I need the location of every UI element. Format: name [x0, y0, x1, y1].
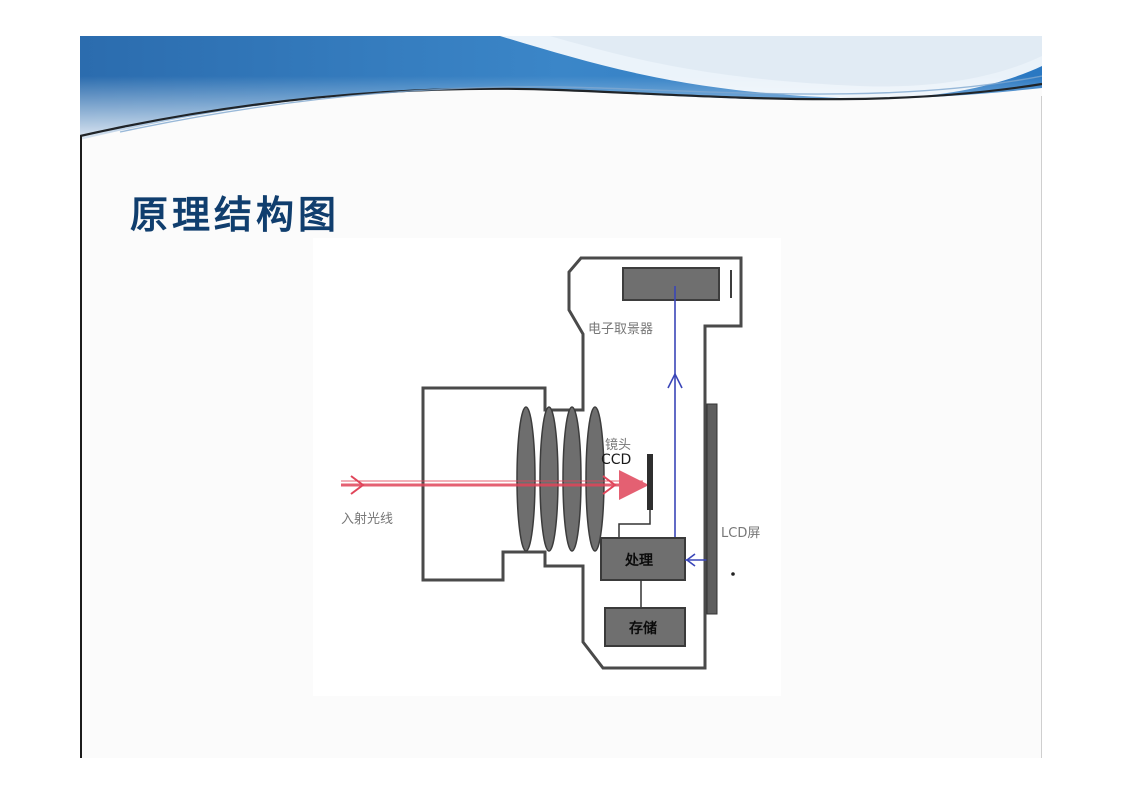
slide-left-rule — [80, 136, 82, 758]
camera-housing — [421, 256, 743, 670]
camera-structure-diagram: 电子取景器 镜头 CCD 入射光线 LCD屏 处理 存储 — [313, 238, 781, 696]
viewfinder-signal-line — [667, 286, 683, 540]
lcd-screen — [706, 403, 718, 615]
slide-title: 原理结构图 — [130, 192, 341, 237]
lcd-signal-line — [685, 553, 707, 567]
processing-box — [600, 537, 686, 581]
label-storage: 存储 — [629, 621, 657, 637]
label-lens: 镜头 — [605, 438, 632, 453]
camera-diagram-svg — [341, 256, 743, 670]
label-lcd: LCD屏 — [721, 526, 761, 541]
viewfinder-display — [622, 267, 720, 301]
label-ccd: CCD — [601, 452, 632, 468]
label-incident-light: 入射光线 — [341, 512, 394, 527]
ccd-sensor — [647, 454, 653, 510]
header-wave-banner — [80, 36, 1042, 146]
ccd-connector — [618, 510, 651, 540]
incident-light-ray — [341, 470, 649, 500]
slide-right-rule — [1041, 96, 1042, 758]
storage-box — [604, 607, 686, 647]
label-viewfinder: 电子取景器 — [588, 322, 654, 337]
slide: 原理结构图 — [80, 36, 1042, 758]
lens-group — [516, 406, 605, 552]
label-processing: 处理 — [625, 553, 653, 569]
